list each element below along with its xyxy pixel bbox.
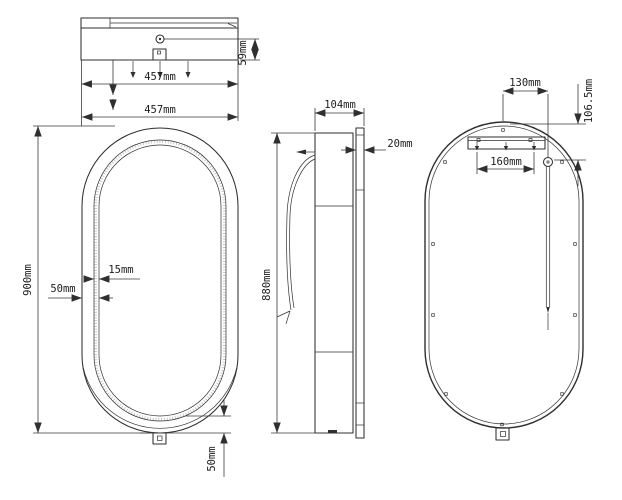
dim-label-depth: 104mm bbox=[324, 99, 356, 111]
dim-label-body-height: 880mm bbox=[261, 269, 273, 301]
dimension-cable-center: 130mm bbox=[502, 77, 549, 157]
dimension-bottom-offset: 50mm bbox=[140, 399, 231, 477]
top-view-strip-tick bbox=[227, 23, 237, 28]
clip-arrows bbox=[130, 61, 191, 78]
bottom-tab-hole-back bbox=[500, 431, 506, 437]
dimension-top-width: 457mm bbox=[81, 60, 239, 126]
power-cable-side bbox=[276, 154, 316, 325]
cable-exit-arrow bbox=[296, 149, 315, 155]
dim-label-front-height: 900mm bbox=[22, 264, 34, 296]
led-band-outer-edge bbox=[93, 139, 227, 422]
dimension-sensor-offset: 59mm bbox=[237, 39, 260, 66]
mirror-outline-back bbox=[424, 121, 584, 429]
dim-label-bottom-offset: 50mm bbox=[206, 446, 218, 471]
dim-label-led-band: 15mm bbox=[108, 264, 133, 276]
screw-holes bbox=[431, 128, 577, 427]
led-band-inner-edge bbox=[98, 144, 222, 417]
side-body-outline bbox=[314, 132, 354, 434]
dimension-cable-top: 106.5mm bbox=[510, 79, 595, 186]
dimension-led-band: 15mm bbox=[83, 264, 140, 283]
dimension-front-height: 900mm bbox=[22, 125, 163, 434]
bottom-tab-side bbox=[328, 430, 337, 433]
top-clip-housing bbox=[152, 48, 167, 61]
mirror-outline-front bbox=[81, 127, 239, 434]
touch-sensor-center bbox=[158, 37, 162, 41]
side-view: 104mm 20mm 880mm bbox=[261, 99, 413, 439]
mounting-bracket bbox=[467, 136, 546, 151]
dim-label-front-width: 457mm bbox=[144, 104, 176, 116]
dim-label-panel: 20mm bbox=[387, 138, 412, 150]
cable-gland bbox=[542, 156, 554, 168]
dimension-front-width: 457mm bbox=[82, 104, 238, 121]
led-band-stipple bbox=[94, 140, 226, 421]
top-view: 457mm 59mm bbox=[80, 17, 260, 126]
dim-label-cable-top: 106.5mm bbox=[583, 79, 595, 123]
front-view: 457mm 900mm 15mm 50mm 50mm bbox=[22, 104, 239, 477]
bottom-tab-hole-front bbox=[157, 435, 163, 441]
back-inner-edge bbox=[428, 125, 580, 425]
dim-label-edge-offset: 50mm bbox=[50, 283, 75, 295]
power-cable-back bbox=[545, 166, 551, 330]
dim-label-cable-center: 130mm bbox=[509, 77, 541, 89]
dimension-panel: 20mm bbox=[341, 138, 413, 154]
back-view: 130mm 106.5mm 160mm bbox=[424, 77, 595, 441]
dimension-edge-offset: 50mm bbox=[48, 283, 113, 302]
dimension-bracket-holes: 160mm bbox=[476, 152, 535, 174]
dimension-body-height: 880mm bbox=[261, 132, 330, 434]
dim-label-top-width: 457mm bbox=[144, 71, 176, 83]
body-edge-arc bbox=[82, 366, 238, 429]
bottom-tab-back bbox=[495, 427, 510, 441]
bottom-tab-front bbox=[152, 432, 167, 445]
dim-label-sensor-offset: 59mm bbox=[237, 40, 249, 65]
mirror-panel-side bbox=[355, 127, 365, 439]
dimension-depth: 104mm bbox=[314, 99, 365, 131]
dim-label-bracket-holes: 160mm bbox=[490, 156, 522, 168]
top-clip-detail bbox=[157, 50, 161, 55]
